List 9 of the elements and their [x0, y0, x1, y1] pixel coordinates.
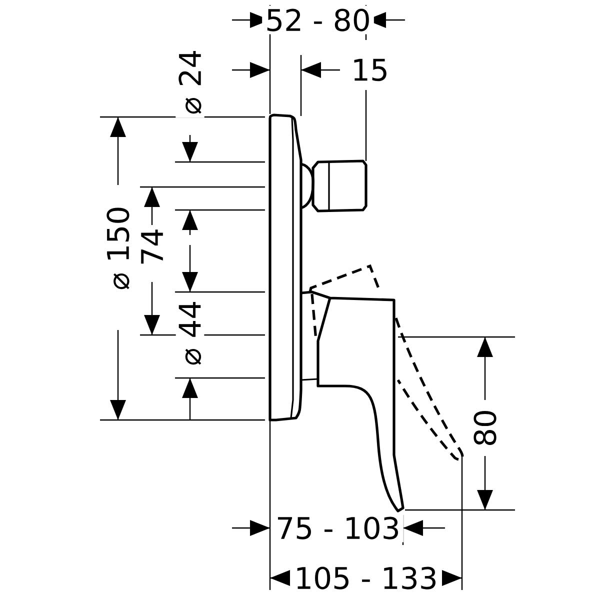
dimension-label: 15 — [348, 56, 392, 84]
dimension-label: 80 — [470, 406, 500, 450]
dimension-label: ⌀ 24 — [176, 46, 204, 118]
dimension-label: ⌀ 150 — [104, 202, 132, 294]
dimension-label: 52 - 80 — [262, 6, 374, 34]
dimension-label: 105 - 133 — [291, 564, 441, 592]
dimension-label: 75 - 103 — [272, 514, 404, 542]
dimension-label: 74 — [138, 224, 166, 270]
dimension-label: ⌀ 44 — [176, 297, 204, 369]
